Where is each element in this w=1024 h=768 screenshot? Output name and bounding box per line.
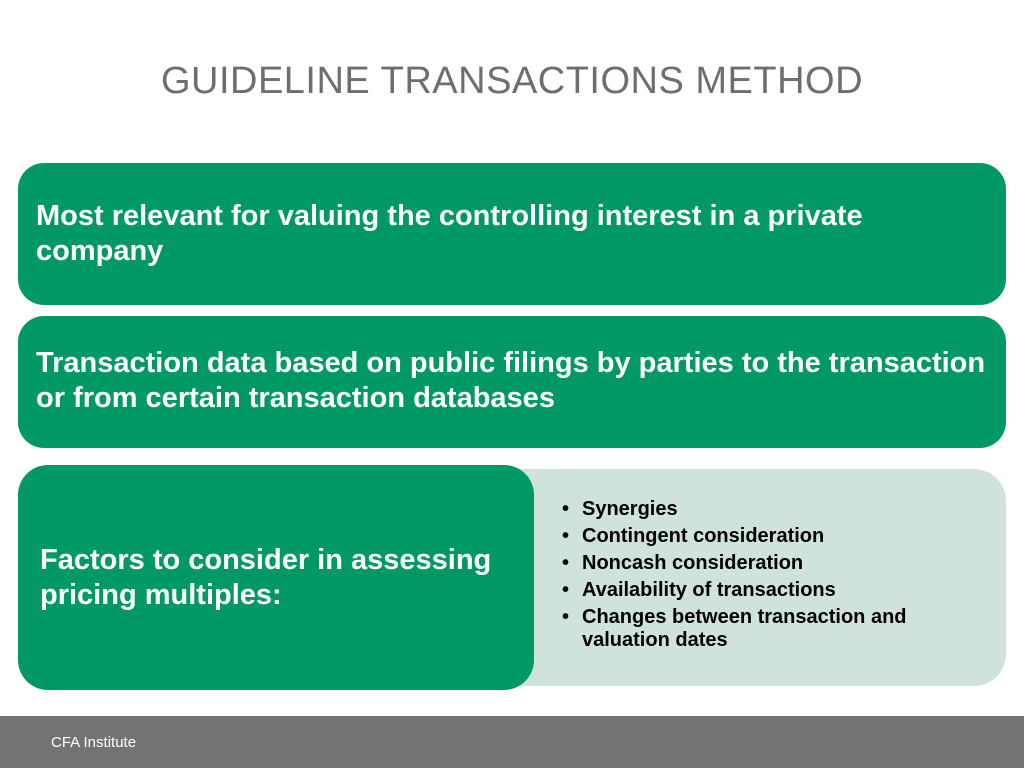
list-item: • Contingent consideration (561, 525, 981, 548)
list-item-text: Availability of transactions (582, 579, 836, 601)
footer-brand: CFA Institute (51, 734, 137, 751)
bullet-dot: • (562, 498, 570, 520)
list-item-text: Changes between transaction and valuatio… (582, 606, 907, 651)
list-item: • Noncash consideration (561, 552, 981, 575)
statement-text-data-sources: Transaction data based on public filings… (36, 347, 986, 414)
list-item-text: Contingent consideration (582, 525, 825, 547)
factors-heading-box: Factors to consider in assessing pricing… (18, 465, 534, 690)
statement-box-relevance: Most relevant for valuing the controllin… (18, 163, 1006, 305)
footer-bar: CFA Institute (0, 716, 1024, 768)
statement-box-data-sources: Transaction data based on public filings… (18, 316, 1006, 448)
bullet-dot: • (562, 579, 570, 601)
statement-text-relevance: Most relevant for valuing the controllin… (36, 200, 863, 267)
list-item-text: Noncash consideration (582, 552, 804, 574)
bullet-dot: • (562, 552, 570, 574)
factors-list-panel (500, 469, 1006, 686)
list-item: • Availability of transactions (561, 579, 981, 602)
list-item: • Synergies (561, 498, 981, 521)
factors-bullet-list: • Synergies • Contingent consideration • No… (561, 498, 981, 656)
bullet-dot: • (562, 525, 570, 547)
list-item-text: Synergies (582, 498, 678, 520)
bullet-dot: • (562, 606, 570, 628)
factors-heading-text: Factors to consider in assessing pricing… (40, 543, 492, 611)
slide-title: GUIDELINE TRANSACTIONS METHOD (160, 60, 864, 102)
list-item: • Changes between transaction and valuati… (561, 606, 981, 652)
